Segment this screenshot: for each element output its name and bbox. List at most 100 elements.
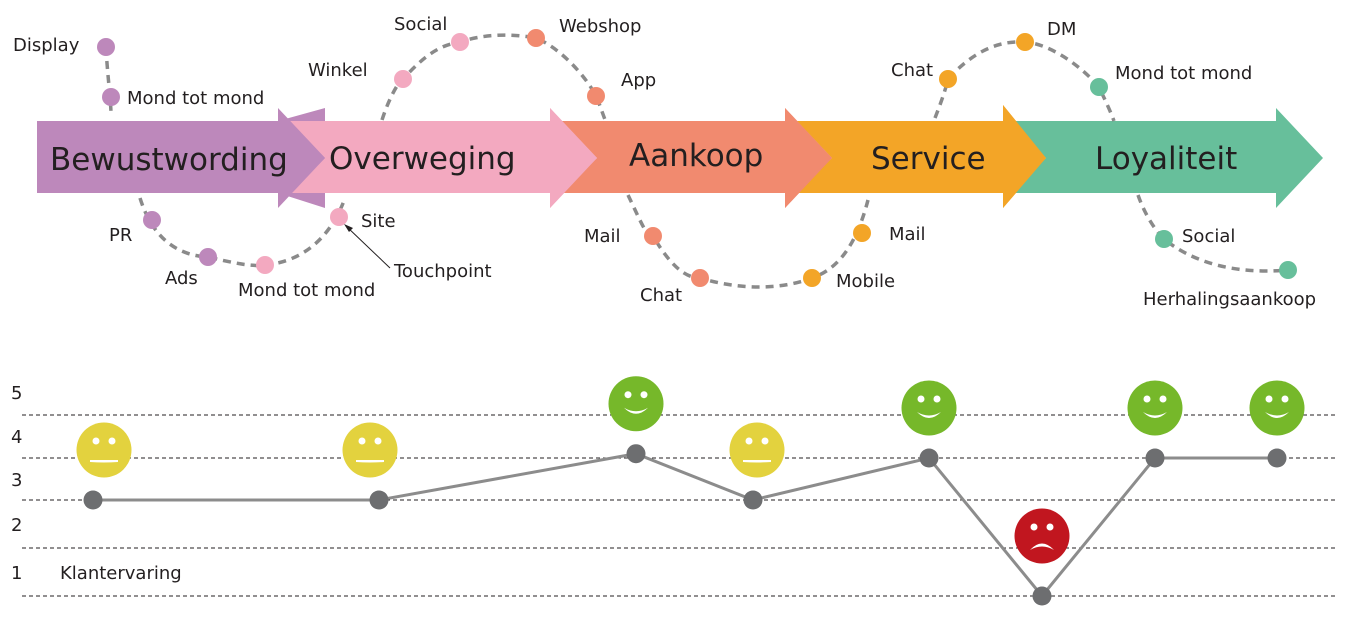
smiley-eye-right [933, 395, 941, 403]
touchpoint-label-mail-1: Mail [584, 226, 621, 247]
touchpoint-label-mond-tot-mond-2: Mond tot mond [238, 280, 375, 301]
stage-arrow-service [797, 105, 1046, 208]
smiley-mouth [1030, 543, 1054, 550]
touchpoint-label-mobile: Mobile [836, 271, 895, 292]
smiley-mouth [356, 460, 384, 463]
touchpoint-label-social-2: Social [1182, 226, 1235, 247]
touchpoint-dot-site[interactable] [330, 208, 348, 226]
smiley-neutral-icon [342, 422, 398, 478]
smiley-eye-left [92, 437, 100, 445]
annotation-arrowhead-icon [344, 224, 353, 232]
touchpoint-dot-chat-2[interactable] [939, 70, 957, 88]
series-label-klantervaring: Klantervaring [60, 563, 182, 584]
smiley-mouth [743, 460, 771, 463]
touchpoint-dot-mobile[interactable] [803, 269, 821, 287]
smiley-happy-icon [608, 376, 664, 432]
stage-label-loyaliteit: Loyaliteit [1095, 141, 1237, 177]
smiley-happy-icon [1249, 380, 1305, 436]
y-tick-label-1: 1 [11, 563, 22, 584]
smiley-eye-right [640, 391, 648, 399]
stage-arrow-overweging-head [550, 108, 597, 208]
smiley-eye-left [1143, 395, 1151, 403]
smiley-mouth [1143, 412, 1167, 418]
touchpoint-dot-mail-1[interactable] [644, 227, 662, 245]
annotation-touchpoint: Touchpoint [393, 261, 492, 282]
touchpoint-label-ads: Ads [165, 268, 198, 289]
stage-label-service: Service [871, 141, 986, 177]
smiley-eye-left [624, 391, 632, 399]
journey-path [104, 33, 1289, 289]
smiley-eye-left [745, 437, 753, 445]
smiley-neutral-icon [76, 422, 132, 478]
smiley-eye-right [1046, 523, 1054, 531]
data-point-3[interactable] [626, 444, 646, 464]
smiley-eye-right [108, 437, 116, 445]
data-point-5[interactable] [919, 448, 939, 468]
touchpoint-dot-winkel[interactable] [394, 70, 412, 88]
stage-arrow-bewustwording-head [278, 108, 325, 208]
touchpoint-label-herhalingsaankoop: Herhalingsaankoop [1143, 289, 1316, 310]
touchpoint-label-chat-2: Chat [891, 60, 933, 81]
stage-label-overweging: Overweging [329, 141, 516, 177]
touchpoint-label-chat-1: Chat [640, 285, 682, 306]
smiley-happy-icon [901, 380, 957, 436]
touchpoint-label-dm: DM [1047, 19, 1076, 40]
stage-label-bewustwording: Bewustwording [50, 142, 288, 178]
stage-arrow-aankoop-head [785, 108, 832, 208]
touchpoint-dot-display[interactable] [97, 38, 115, 56]
smiley-eye-right [374, 437, 382, 445]
stage-arrows [37, 105, 1323, 208]
touchpoint-dot-ads[interactable] [199, 248, 217, 266]
touchpoint-dot-mond-tot-mond-2[interactable] [256, 256, 274, 274]
smiley-neutral-icon [729, 422, 785, 478]
touchpoint-label-mond-tot-mond-3: Mond tot mond [1115, 63, 1252, 84]
experience-line [93, 452, 1277, 599]
touchpoint-dot-webshop[interactable] [527, 29, 545, 47]
touchpoint-dot-chat-1[interactable] [691, 269, 709, 287]
touchpoint-dot-pr[interactable] [143, 211, 161, 229]
stage-arrow-bewustwording [37, 108, 325, 208]
touchpoint-label-site: Site [361, 211, 396, 232]
smiley-eye-right [1281, 395, 1289, 403]
touchpoint-dot-herhalingsaankoop[interactable] [1279, 261, 1297, 279]
touchpoints [97, 29, 1297, 287]
smiley-eye-right [1159, 395, 1167, 403]
data-point-1[interactable] [83, 490, 103, 510]
data-point-2[interactable] [369, 490, 389, 510]
stage-label-aankoop: Aankoop [629, 138, 763, 174]
touchpoint-label-webshop: Webshop [559, 16, 641, 37]
data-point-6[interactable] [1032, 586, 1052, 606]
touchpoint-dot-mail-2[interactable] [853, 224, 871, 242]
touchpoint-label-winkel: Winkel [308, 60, 368, 81]
touchpoint-label-display: Display [13, 35, 80, 56]
smiley-mouth [917, 412, 941, 418]
touchpoint-dot-dm[interactable] [1016, 33, 1034, 51]
touchpoint-dot-mond-tot-mond-1[interactable] [102, 88, 120, 106]
touchpoint-dot-social-1[interactable] [451, 33, 469, 51]
smiley-eye-left [1030, 523, 1038, 531]
touchpoint-label-social-1: Social [394, 14, 447, 35]
y-tick-label-2: 2 [11, 515, 22, 536]
touchpoint-label-mond-tot-mond-1: Mond tot mond [127, 88, 264, 109]
smiley-mouth [1265, 412, 1289, 418]
stage-arrow-loyaliteit [1012, 108, 1323, 208]
data-point-7[interactable] [1145, 448, 1165, 468]
smiley-eye-left [1265, 395, 1273, 403]
touchpoint-label-pr: PR [109, 225, 132, 246]
y-tick-label-5: 5 [11, 383, 22, 404]
data-point-8[interactable] [1267, 448, 1287, 468]
touchpoint-label-mail-2: Mail [889, 224, 926, 245]
touchpoint-dot-social-2[interactable] [1155, 230, 1173, 248]
touchpoint-dot-app[interactable] [587, 87, 605, 105]
smiley-mouth [624, 407, 648, 414]
data-point-4[interactable] [743, 490, 763, 510]
smiley-eye-left [917, 395, 925, 403]
stage-arrow-overweging [290, 108, 597, 208]
touchpoint-dot-mond-tot-mond-3[interactable] [1090, 78, 1108, 96]
smiley-happy-icon [1127, 380, 1183, 436]
annotation-arrow-line [345, 225, 391, 269]
stage-arrow-aankoop [562, 108, 832, 208]
y-tick-label-4: 4 [11, 427, 22, 448]
